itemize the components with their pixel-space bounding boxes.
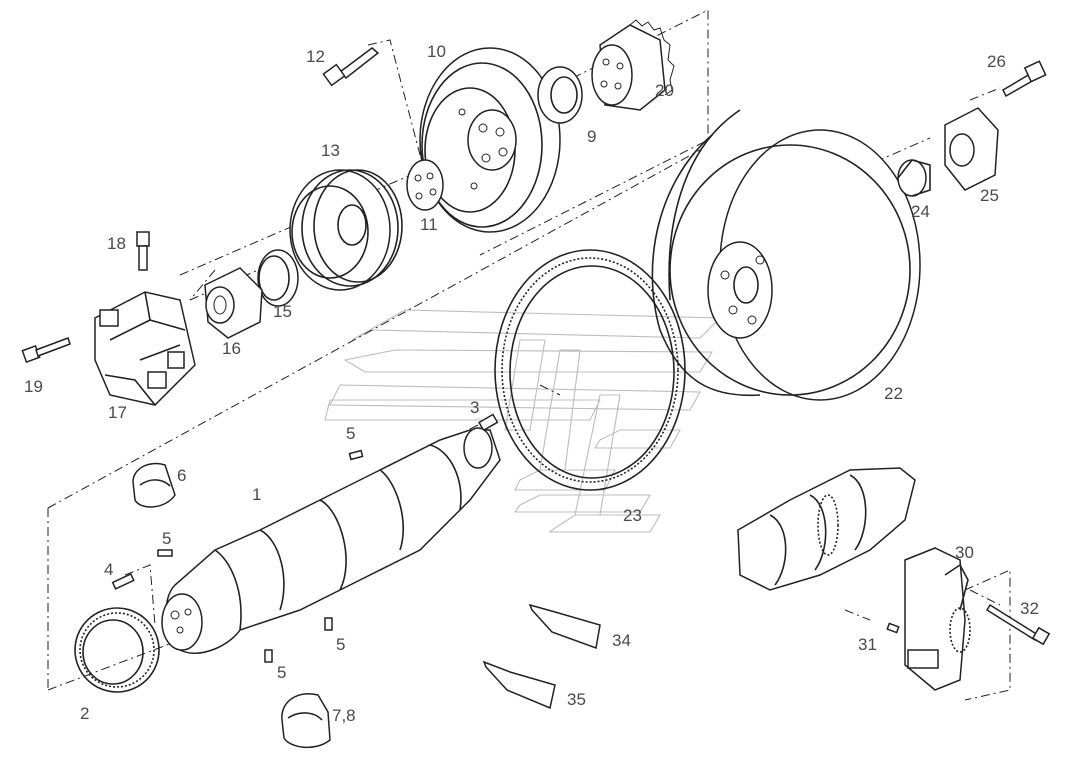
label-part-25: 25 [980, 186, 999, 205]
label-part-32: 32 [1020, 599, 1039, 618]
label-part-30: 30 [955, 543, 974, 562]
pin-4 [111, 573, 135, 590]
pump-30 [904, 547, 971, 691]
coupling-17 [94, 291, 196, 406]
tube-35 [482, 660, 556, 710]
label-part-19: 19 [24, 377, 43, 396]
bolt-26 [1002, 60, 1047, 98]
label-part-35: 35 [567, 690, 586, 709]
bearing-7-8 [281, 693, 331, 749]
label-part-13: 13 [321, 141, 340, 160]
bushing-24 [897, 159, 931, 197]
label-part-5: 5 [346, 424, 356, 443]
pins-5 [157, 449, 364, 663]
label-part-18: 18 [107, 234, 126, 253]
label-part-5: 5 [277, 663, 287, 682]
spacer-11 [406, 159, 444, 211]
label-part-6: 6 [177, 466, 187, 485]
bolt-19 [21, 337, 71, 363]
label-part-10: 10 [427, 42, 446, 61]
label-part-24: 24 [911, 202, 930, 221]
crankshaft-1 [161, 427, 501, 654]
label-part-23: 23 [623, 506, 642, 525]
label-part-15: 15 [273, 302, 292, 321]
tube-34 [528, 603, 601, 650]
label-part-2: 2 [80, 704, 90, 723]
label-part-5: 5 [336, 635, 346, 654]
label-part-22: 22 [884, 384, 903, 403]
label-part-31: 31 [858, 635, 877, 654]
gear-2 [74, 607, 160, 693]
ring-gear-23 [494, 249, 686, 491]
pulley-13 [289, 169, 403, 291]
pin-3 [478, 413, 499, 432]
label-part-7-8: 7,8 [332, 706, 356, 725]
label-part-3: 3 [470, 398, 480, 417]
label-part-9: 9 [587, 127, 597, 146]
bolt-32 [985, 603, 1051, 646]
crankshaft-detail [737, 467, 916, 591]
label-part-11: 11 [420, 215, 438, 234]
pin-31 [886, 622, 900, 634]
label-part-5: 5 [162, 529, 172, 548]
damper-10 [419, 47, 561, 233]
flywheel-22 [651, 109, 921, 401]
label-part-26: 26 [987, 52, 1006, 71]
bearing-6 [132, 462, 176, 508]
ring-9 [537, 66, 583, 124]
label-part-1: 1 [252, 485, 262, 504]
gear-20 [591, 19, 675, 111]
screw-18 [136, 231, 150, 271]
label-part-4: 4 [104, 560, 114, 579]
label-part-17: 17 [108, 403, 127, 422]
flange-25 [944, 107, 999, 191]
ring-15 [257, 249, 299, 307]
label-part-16: 16 [222, 339, 241, 358]
bolt-12 [322, 47, 380, 87]
hub-16 [204, 267, 263, 339]
label-part-20: 20 [655, 81, 674, 100]
label-part-34: 34 [612, 631, 631, 650]
label-part-12: 12 [306, 47, 325, 66]
